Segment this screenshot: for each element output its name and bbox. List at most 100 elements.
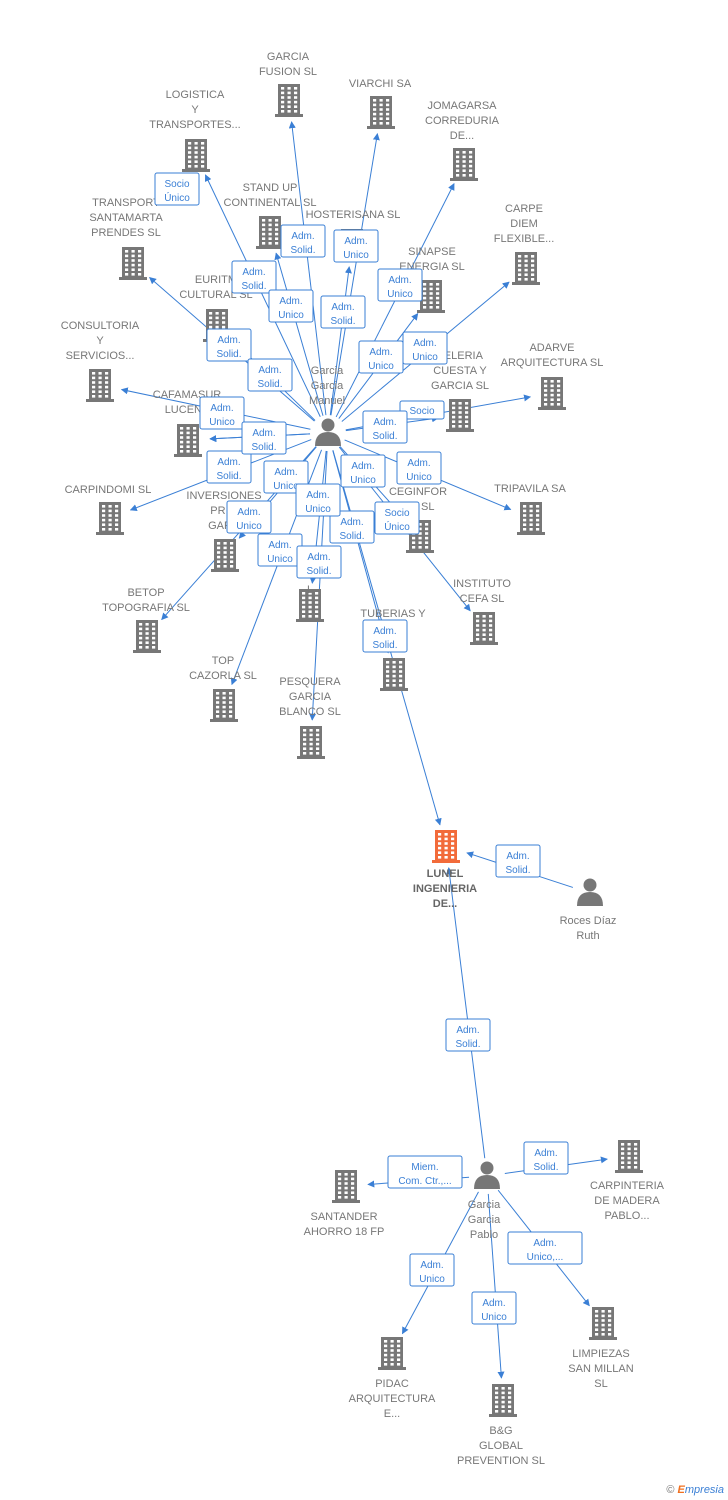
edge-label-box[interactable] — [206, 328, 252, 362]
edge-label-box[interactable] — [358, 340, 404, 374]
edge-label-text: Solid. — [505, 865, 530, 876]
edge-label-box[interactable] — [280, 224, 326, 258]
building-icon — [380, 658, 408, 691]
edge-label-9[interactable]: Adm.Solid. — [206, 328, 252, 362]
edge-label-box[interactable] — [329, 510, 375, 544]
edge-label-box[interactable] — [374, 501, 420, 535]
edge-label-text: Solid. — [372, 640, 397, 651]
edge-label-1[interactable]: Adm.Unico — [333, 229, 379, 263]
edge-label-box[interactable] — [445, 1018, 491, 1052]
edge-label-11[interactable]: Socio — [399, 400, 445, 420]
edge-label-30[interactable]: Adm.Unico,... — [507, 1231, 583, 1265]
edge-label-box[interactable] — [362, 410, 408, 444]
edge-label-23[interactable]: Adm.Solid. — [296, 545, 342, 579]
edge-label-8[interactable]: Adm.Unico — [358, 340, 404, 374]
node-lunel[interactable]: LUNELINGENIERIADE... — [413, 830, 477, 910]
node-carpe_diem[interactable]: CARPEDIEMFLEXIBLE... — [494, 203, 555, 285]
edge-label-box[interactable] — [495, 844, 541, 878]
edge-label-5[interactable]: Adm.Solid. — [320, 295, 366, 329]
edge-label-box[interactable] — [320, 295, 366, 329]
edge-label-32[interactable]: Adm.Unico — [471, 1291, 517, 1325]
edge-label-3[interactable]: Adm.Unico — [377, 268, 423, 302]
edge-label-box[interactable] — [523, 1141, 569, 1175]
edge-label-12[interactable]: Adm.Solid. — [362, 410, 408, 444]
edge-label-box[interactable] — [387, 1155, 463, 1189]
edge-label-27[interactable]: Adm.Solid. — [445, 1018, 491, 1052]
edge-label-15[interactable]: Adm.Unico — [396, 451, 442, 485]
edge-label-box[interactable] — [399, 400, 445, 420]
edge-label-16[interactable]: Adm.Unico — [226, 500, 272, 534]
edge-label-box[interactable] — [471, 1291, 517, 1325]
edge-label-26[interactable]: Adm.Solid. — [495, 844, 541, 878]
edge-label-24[interactable]: Adm.Solid. — [362, 619, 408, 653]
node-tuberias[interactable]: TUBERIAS YESL — [360, 608, 426, 691]
edge-label-box[interactable] — [296, 545, 342, 579]
node-carpindomi[interactable]: CARPINDOMI SL — [65, 484, 152, 535]
node-jomagarsa[interactable]: JOMAGARSACORREDURIADE... — [425, 100, 500, 181]
edge-label-box[interactable] — [507, 1231, 583, 1265]
edge-label-box[interactable] — [199, 396, 245, 430]
node-tripavila[interactable]: TRIPAVILA SA — [494, 483, 567, 535]
node-label-line: JOMAGARSA — [427, 100, 497, 112]
edge-label-box[interactable] — [409, 1253, 455, 1287]
brand-name: mpresia — [684, 1484, 724, 1496]
edge-label-box[interactable] — [340, 454, 386, 488]
edge-label-box[interactable] — [377, 268, 423, 302]
node-label-line: Roces Díaz — [560, 915, 617, 927]
node-consultoria[interactable]: CONSULTORIAYSERVICIOS... — [61, 320, 140, 402]
edge-label-box[interactable] — [154, 172, 200, 206]
edge-label-10[interactable]: Adm.Solid. — [247, 358, 293, 392]
node-viarchi[interactable]: VIARCHI SA — [349, 78, 412, 129]
edge-label-box[interactable] — [295, 483, 341, 517]
edge-label-20[interactable]: Adm.Unico — [257, 533, 303, 567]
node-logistica[interactable]: LOGISTICAYTRANSPORTES... — [149, 89, 241, 172]
edge-label-box[interactable] — [362, 619, 408, 653]
node-pidac[interactable]: PIDACARQUITECTURAE... — [349, 1337, 436, 1420]
edge-label-text: Miem. — [411, 1162, 438, 1173]
edge-label-4[interactable]: Adm.Unico — [268, 289, 314, 323]
node-label-line: LOGISTICA — [166, 89, 225, 101]
edge-label-21[interactable]: Adm.Solid. — [329, 510, 375, 544]
edge-label-29[interactable]: Adm.Solid. — [523, 1141, 569, 1175]
edge-label-box[interactable] — [226, 500, 272, 534]
edge-label-box[interactable] — [231, 260, 277, 294]
edge-label-14[interactable]: Adm.Solid. — [206, 450, 252, 484]
edge-label-31[interactable]: Adm.Unico — [409, 1253, 455, 1287]
edge-label-box[interactable] — [247, 358, 293, 392]
edge-label-22[interactable]: Adm.Unico — [295, 483, 341, 517]
edge-label-box[interactable] — [268, 289, 314, 323]
edge-label-25[interactable]: Adm.Solid. — [241, 421, 287, 455]
node-label-line: Y — [96, 335, 104, 347]
edge-label-box[interactable] — [396, 451, 442, 485]
building-icon — [489, 1384, 517, 1417]
edge-label-7[interactable]: Adm.Unico — [402, 331, 448, 365]
edge-label-box[interactable] — [241, 421, 287, 455]
edge-label-0[interactable]: Adm.Solid. — [280, 224, 326, 258]
edge-label-13[interactable]: Adm.Unico — [199, 396, 245, 430]
edge-label-28[interactable]: Miem.Com. Ctr.,... — [387, 1155, 463, 1189]
edge-label-box[interactable] — [333, 229, 379, 263]
edge-label-17[interactable]: Adm.Unico — [340, 454, 386, 488]
edge-label-box[interactable] — [206, 450, 252, 484]
edge-label-2[interactable]: Adm.Solid. — [231, 260, 277, 294]
